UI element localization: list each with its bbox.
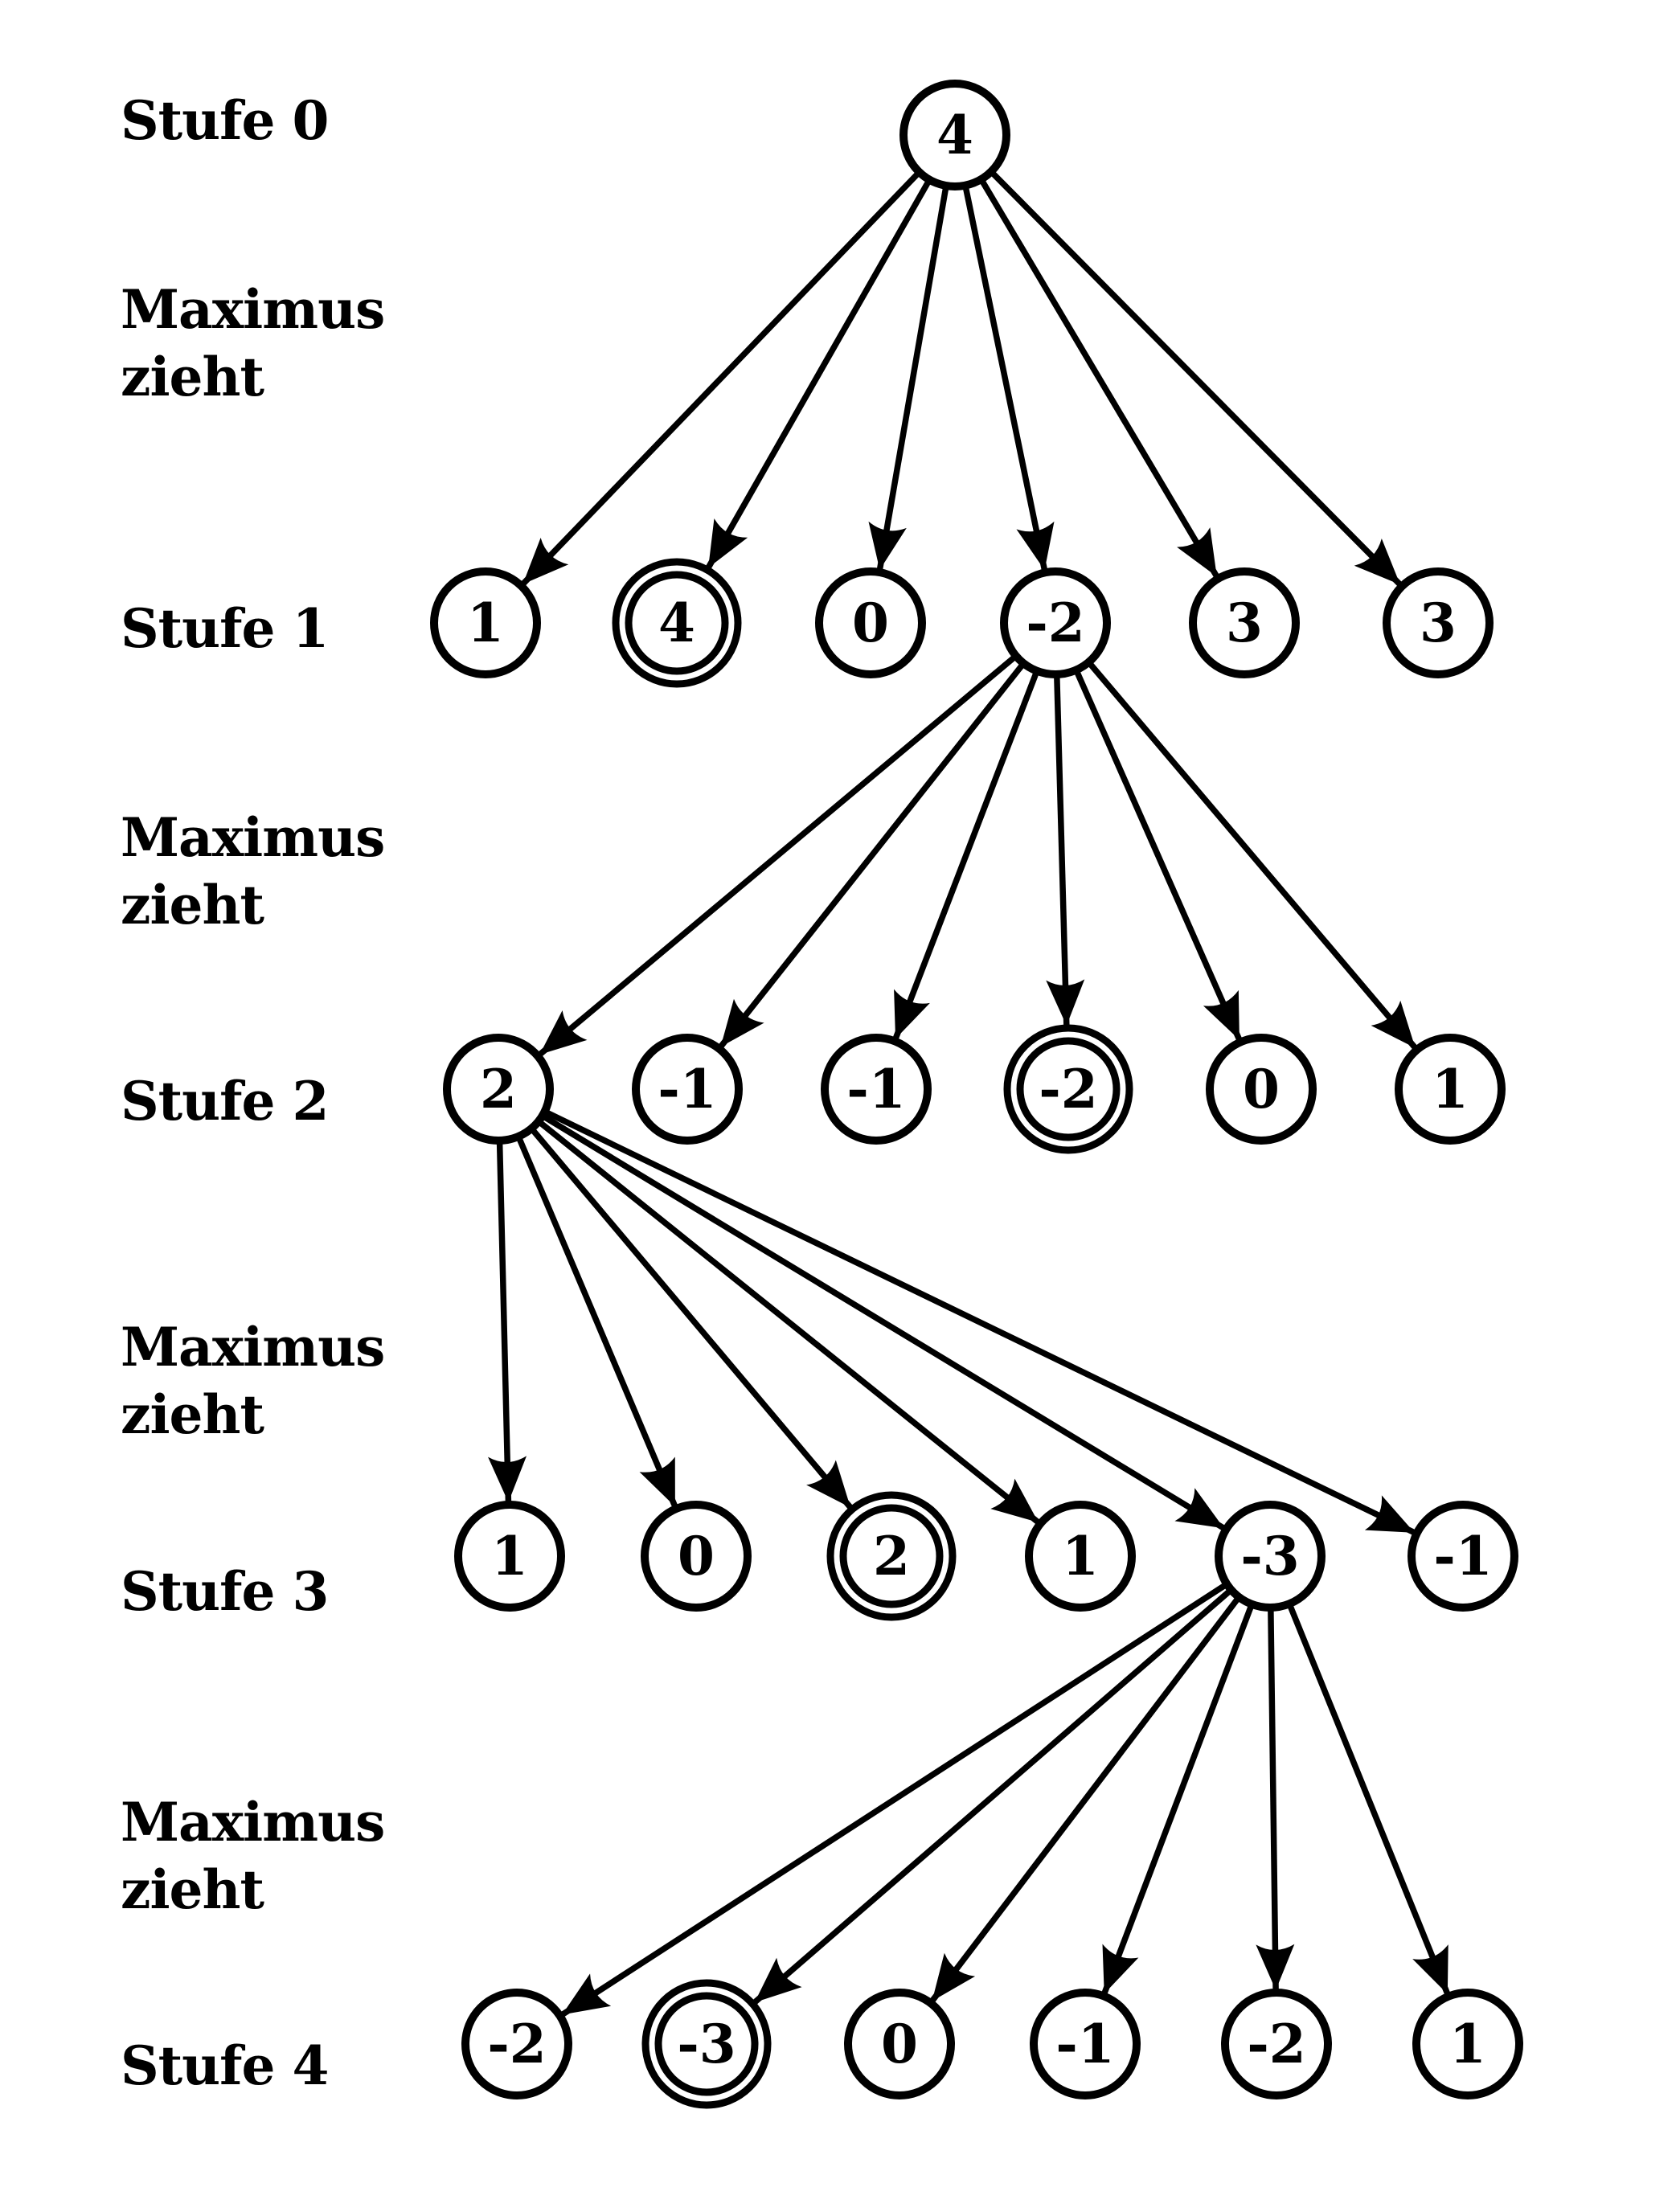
tree-edge xyxy=(987,168,1402,587)
tree-edge xyxy=(868,183,950,570)
nodes-layer: 4 1 4 0 -2 3 3 2 -1 -1 -2 0 1 1 0 2 1 -3 -1 -2 -3 0 -1 -2 1 xyxy=(430,80,1523,2109)
tree-node-value: -2 xyxy=(1026,592,1084,654)
tree-node-circle xyxy=(1025,1501,1136,1612)
tree-node-value: 0 xyxy=(852,592,889,654)
tree-edge xyxy=(514,1133,678,1507)
tree-edge xyxy=(706,177,933,569)
tree-node-circle xyxy=(443,1034,554,1145)
tree-node-circle xyxy=(1412,1989,1523,2099)
tree-node-circle xyxy=(454,1501,565,1612)
tree-node-circle xyxy=(1000,567,1111,678)
tree-node-circle xyxy=(1206,1034,1317,1145)
tree-node-value: 1 xyxy=(491,1525,528,1587)
tree-node-value: 2 xyxy=(480,1058,517,1120)
tree-edge xyxy=(1072,667,1242,1041)
tree-node-circle xyxy=(654,1992,759,2096)
tree-edge xyxy=(539,1112,1225,1531)
tree-node-circle xyxy=(1395,1034,1506,1145)
tree-edge xyxy=(538,652,1019,1057)
tree-node-value: -2 xyxy=(1247,2013,1305,2075)
move-label-4: Maximus zieht xyxy=(121,1788,385,1923)
tree-edge xyxy=(719,660,1027,1048)
tree-edge xyxy=(753,1586,1235,2005)
tree-edge xyxy=(535,1117,1040,1525)
tree-node-circle xyxy=(632,1034,743,1145)
move-label-2: Maximus zieht xyxy=(121,804,385,939)
move-label-1-line1: Maximus xyxy=(121,278,385,341)
tree-edge xyxy=(961,182,1055,571)
tree-edge xyxy=(977,176,1219,578)
tree-edge xyxy=(930,1594,1243,2003)
tree-node-value: -2 xyxy=(1039,1058,1097,1120)
tree-node-value: 1 xyxy=(1432,1058,1469,1120)
tree-node-value: -1 xyxy=(1055,2013,1114,2075)
tree-node-value: -1 xyxy=(1433,1525,1492,1587)
tree-node-circle xyxy=(899,80,1010,190)
move-label-1: Maximus zieht xyxy=(121,276,385,411)
move-label-3-line2: zieht xyxy=(121,1383,264,1446)
tree-node-circle xyxy=(1189,567,1300,678)
move-label-1-line2: zieht xyxy=(121,346,264,408)
tree-node-circle xyxy=(1030,1989,1141,2099)
tree-edge xyxy=(542,1108,1416,1535)
tree-edge xyxy=(561,1580,1231,2018)
level-label-stufe-1: Stufe 1 xyxy=(121,597,329,660)
tree-edge xyxy=(521,169,923,586)
move-label-2-line1: Maximus xyxy=(121,806,385,869)
tree-node-circle xyxy=(1383,567,1494,678)
tree-node-circle xyxy=(821,1034,932,1145)
move-label-4-line1: Maximus xyxy=(121,1791,385,1854)
tree-node-value: 3 xyxy=(1226,592,1263,654)
tree-edge xyxy=(1256,1605,1295,1990)
tree-node-value: 0 xyxy=(881,2013,918,2075)
level-label-stufe-0: Stufe 0 xyxy=(121,89,329,152)
tree-node-value: 4 xyxy=(658,592,695,654)
tree-node-value: -3 xyxy=(677,2013,736,2075)
tree-node-circle xyxy=(839,1504,944,1608)
tree-node-circle xyxy=(844,1989,955,2099)
edges-layer xyxy=(488,168,1450,2018)
tree-edge xyxy=(488,1138,527,1502)
tree-node-circle xyxy=(815,567,926,678)
tree-node-value: 1 xyxy=(1449,2013,1486,2075)
level-label-stufe-4: Stufe 4 xyxy=(121,2034,329,2097)
tree-edge xyxy=(528,1124,853,1510)
tree-edge xyxy=(1101,1601,1256,1994)
tree-node-value: 2 xyxy=(873,1525,910,1587)
tree-node-circle xyxy=(1221,1989,1332,2099)
move-label-4-line2: zieht xyxy=(121,1858,264,1921)
move-label-3: Maximus zieht xyxy=(121,1313,385,1448)
tree-edge xyxy=(1085,658,1417,1050)
tree-node-value: -1 xyxy=(846,1058,905,1120)
tree-node-value: 1 xyxy=(1062,1525,1099,1587)
tree-node-circle xyxy=(1215,1501,1326,1612)
tree-node-value: 0 xyxy=(678,1525,715,1587)
tree-edge xyxy=(892,668,1041,1039)
tree-node-circle xyxy=(461,1989,572,2099)
tree-node-circle xyxy=(625,571,729,675)
move-label-3-line1: Maximus xyxy=(121,1316,385,1378)
level-label-stufe-2: Stufe 2 xyxy=(121,1070,329,1133)
tree-node-circle xyxy=(430,567,541,678)
tree-edge xyxy=(1046,672,1085,1026)
tree-node-circle xyxy=(641,1501,752,1612)
tree-node-value: 1 xyxy=(467,592,504,654)
tree-node-value: 3 xyxy=(1420,592,1457,654)
tree-node-value: -1 xyxy=(658,1058,716,1120)
tree-node-value: 4 xyxy=(936,104,973,166)
tree-node-circle xyxy=(1408,1501,1518,1612)
tree-edge xyxy=(1285,1601,1450,1995)
tree-node-circle xyxy=(1016,1037,1121,1141)
move-label-2-line2: zieht xyxy=(121,874,264,936)
level-label-stufe-3: Stufe 3 xyxy=(121,1560,329,1623)
tree-node-value: -3 xyxy=(1240,1525,1299,1587)
tree-node-value: 0 xyxy=(1243,1058,1280,1120)
tree-node-value: -2 xyxy=(487,2013,546,2075)
